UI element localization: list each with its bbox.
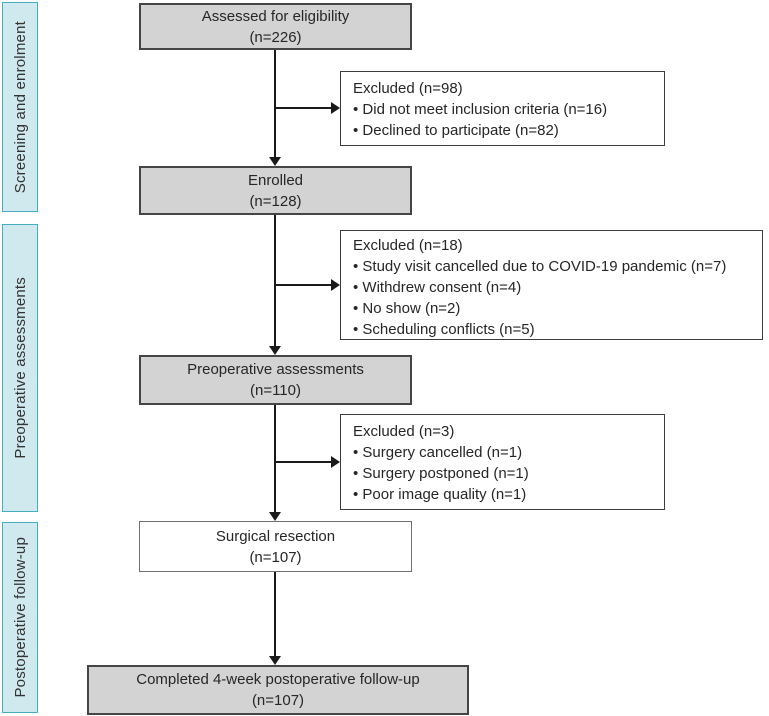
- arrowhead-down-icon: [269, 512, 281, 521]
- branch-line-to-exclusion-3: [275, 461, 332, 463]
- exclusion-item: • Study visit cancelled due to COVID-19 …: [353, 258, 727, 275]
- exclusion-list: • Did not meet inclusion criteria (n=16)…: [353, 99, 652, 141]
- flow-box-n: (n=128): [249, 192, 302, 210]
- flow-box-surgical-resection: Surgical resection (n=107): [139, 521, 412, 572]
- arrowhead-down-icon: [269, 656, 281, 665]
- flow-box-n: (n=107): [251, 692, 305, 709]
- phase-label-text: Postoperative follow-up: [11, 537, 29, 698]
- arrowhead-down-icon: [269, 157, 281, 166]
- flow-box-completed-follow-up: Completed 4-week postoperative follow-up…: [87, 665, 469, 715]
- arrowhead-right-icon: [331, 279, 340, 291]
- arrow-line-assessed-to-enrolled: [274, 50, 276, 158]
- exclusion-list: • Surgery cancelled (n=1) • Surgery postp…: [353, 442, 652, 505]
- exclusion-item: • Surgery postponed (n=1): [353, 465, 529, 482]
- arrowhead-right-icon: [331, 456, 340, 468]
- flow-box-title: Completed 4-week postoperative follow-up: [136, 671, 420, 688]
- flow-box-title: Preoperative assessments: [187, 361, 364, 378]
- flow-box-preoperative-assessments: Preoperative assessments (n=110): [139, 355, 412, 405]
- branch-line-to-exclusion-1: [275, 107, 332, 109]
- exclusion-item: • Surgery cancelled (n=1): [353, 444, 523, 461]
- arrow-line-surgery-to-completed: [274, 572, 276, 657]
- exclusion-title: Excluded (n=18): [353, 237, 463, 254]
- phase-label-postoperative-follow-up: Postoperative follow-up: [2, 522, 38, 713]
- exclusion-title: Excluded (n=3): [353, 423, 455, 440]
- flow-box-title: Assessed for eligibility: [201, 7, 350, 25]
- exclusion-item: • Scheduling conflicts (n=5): [353, 321, 535, 338]
- flow-box-n: (n=226): [249, 28, 302, 46]
- exclusion-item: • No show (n=2): [353, 300, 461, 317]
- arrow-line-preop-to-surgery: [274, 405, 276, 513]
- exclusion-box-screening: Excluded (n=98) • Did not meet inclusion…: [340, 71, 665, 146]
- flow-box-n: (n=110): [249, 382, 301, 399]
- arrow-line-enrolled-to-preop: [274, 215, 276, 347]
- flow-box-assessed-for-eligibility: Assessed for eligibility (n=226): [139, 3, 412, 50]
- phase-label-preoperative-assessments: Preoperative assessments: [2, 224, 38, 512]
- flow-box-title: Surgical resection: [215, 527, 336, 545]
- flow-box-enrolled: Enrolled (n=128): [139, 166, 412, 215]
- phase-label-screening-enrolment: Screening and enrolment: [2, 2, 38, 212]
- exclusion-item: • Withdrew consent (n=4): [353, 279, 522, 296]
- exclusion-item: • Declined to participate (n=82): [353, 122, 559, 139]
- flow-box-title: Enrolled: [247, 171, 304, 189]
- exclusion-list: • Study visit cancelled due to COVID-19 …: [353, 256, 750, 340]
- phase-label-text: Screening and enrolment: [11, 20, 29, 194]
- exclusion-item: • Poor image quality (n=1): [353, 486, 527, 503]
- exclusion-title: Excluded (n=98): [353, 80, 463, 97]
- exclusion-item: • Did not meet inclusion criteria (n=16): [353, 101, 608, 118]
- arrowhead-down-icon: [269, 346, 281, 355]
- exclusion-box-preop: Excluded (n=3) • Surgery cancelled (n=1)…: [340, 414, 665, 510]
- branch-line-to-exclusion-2: [275, 284, 332, 286]
- arrowhead-right-icon: [331, 102, 340, 114]
- phase-label-text: Preoperative assessments: [11, 277, 29, 459]
- flow-box-n: (n=107): [249, 548, 302, 566]
- exclusion-box-enrolled: Excluded (n=18) • Study visit cancelled …: [340, 230, 763, 340]
